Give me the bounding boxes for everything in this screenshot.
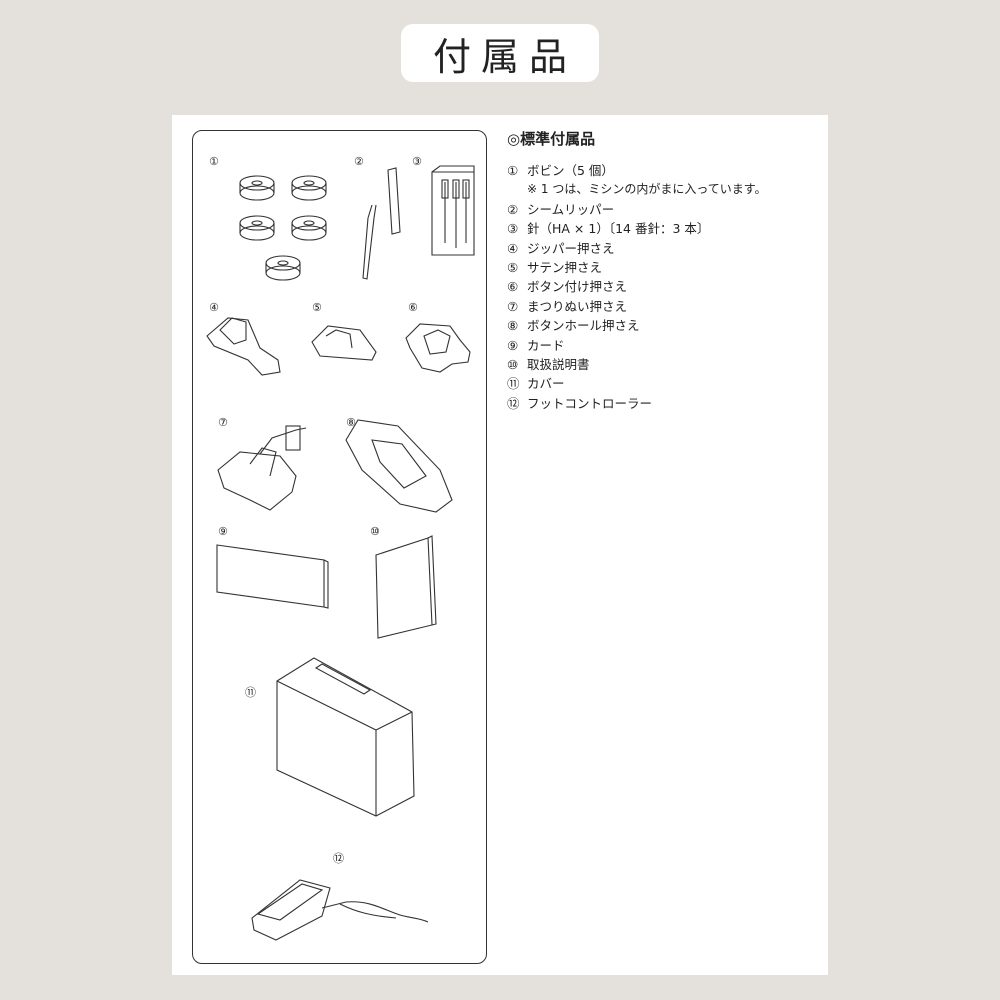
buttonhole-foot-icon xyxy=(345,419,453,513)
foot-controller-icon xyxy=(251,879,429,941)
figure-label-2: ② xyxy=(354,155,364,168)
blind-hem-foot-icon xyxy=(217,425,307,511)
list-item-note: ※ 1 つは、ミシンの内がまに入っています。 xyxy=(527,182,767,197)
figure-label-10: ⑩ xyxy=(370,525,380,538)
manual-book-icon xyxy=(375,535,437,639)
card-icon xyxy=(216,544,329,609)
bobbin-icon xyxy=(291,215,327,241)
figure-label-7: ⑦ xyxy=(218,416,228,429)
button-sewing-foot-icon xyxy=(405,323,471,373)
bobbin-icon xyxy=(265,255,301,281)
figure-label-11: ⑪ xyxy=(245,686,256,699)
page-title: 付属品 xyxy=(401,24,599,82)
figure-label-8: ⑧ xyxy=(346,416,356,429)
satin-foot-icon xyxy=(311,325,377,361)
figure-label-6: ⑥ xyxy=(408,301,418,314)
accessory-figure-panel xyxy=(192,130,487,964)
bobbin-icon xyxy=(239,175,275,201)
needle-pack-icon xyxy=(431,165,475,256)
figure-label-1: ① xyxy=(209,155,219,168)
seam-ripper-icon xyxy=(362,167,401,280)
zipper-foot-icon xyxy=(206,317,281,376)
figure-label-9: ⑨ xyxy=(218,525,228,538)
figure-label-3: ③ xyxy=(412,155,422,168)
accessory-list-heading: ◎標準付属品 xyxy=(507,130,596,148)
bobbin-icon xyxy=(239,215,275,241)
figure-label-12: ⑫ xyxy=(333,852,344,865)
bobbin-icon xyxy=(291,175,327,201)
cover-icon xyxy=(276,657,415,817)
figure-label-5: ⑤ xyxy=(312,301,322,314)
manual-sheet xyxy=(172,115,828,975)
figure-label-4: ④ xyxy=(209,301,219,314)
